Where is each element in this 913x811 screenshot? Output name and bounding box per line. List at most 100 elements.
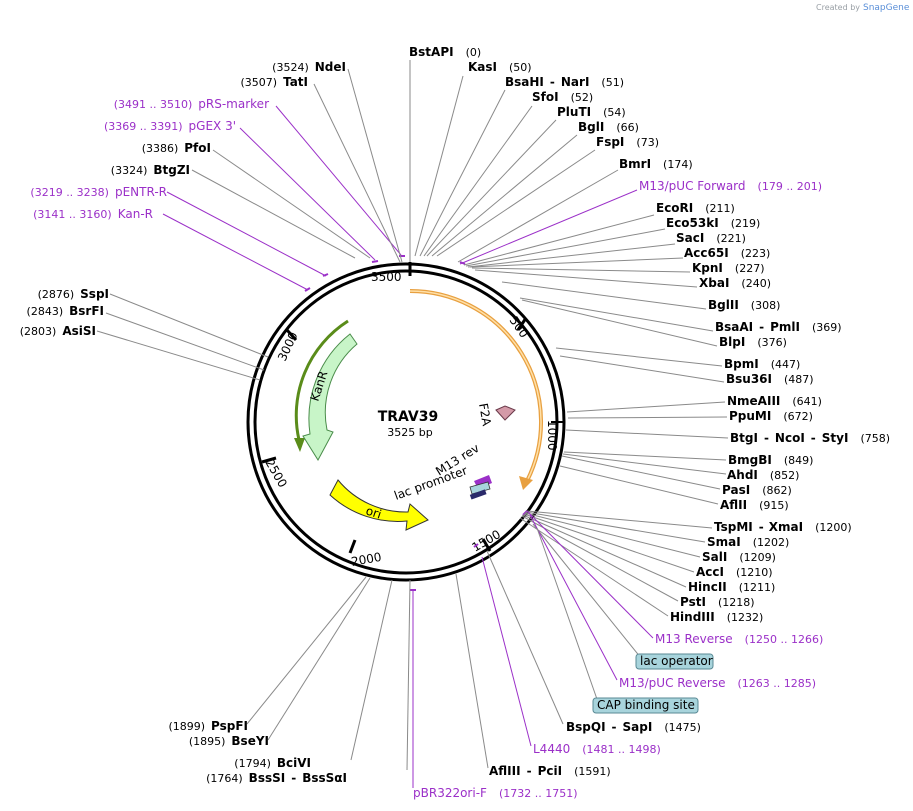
tick-marks xyxy=(261,262,565,554)
snapgene-logo: SnapGene xyxy=(863,3,910,13)
site-label-ecori[interactable]: EcoRI(211) xyxy=(656,201,735,215)
site-label-bcivi[interactable]: (1794)BciVI xyxy=(234,756,311,770)
cap-binding-site-box[interactable] xyxy=(592,697,699,714)
site-label-ndei[interactable]: (3524)NdeI xyxy=(272,60,346,74)
feature-label-cap-binding-site: CAP binding site xyxy=(597,698,695,712)
site-label-sfoi[interactable]: SfoI(52) xyxy=(532,90,593,104)
site-label-fspi[interactable]: FspI(73) xyxy=(596,135,659,149)
tick-label-3000: 3000 xyxy=(275,330,301,364)
leader-asisi xyxy=(96,330,261,381)
site-label-bsahi-nari[interactable]: BsaHI-NarI(51) xyxy=(505,75,624,89)
leader-ppumi xyxy=(567,416,728,419)
primer-label-pbr322ori-f[interactable]: pBR322ori-F(1732 .. 1751) xyxy=(413,786,578,800)
site-label-acc65i[interactable]: Acc65I(223) xyxy=(684,246,770,260)
leader-bmri xyxy=(457,169,619,263)
leader-bsahi xyxy=(419,89,506,257)
leader-pspfi xyxy=(246,576,367,725)
site-label-tati[interactable]: (3507)TatI xyxy=(240,75,308,89)
leader-bmgbi xyxy=(563,451,727,461)
tick-label-2000: 2000 xyxy=(350,550,383,569)
leader-bsu36i xyxy=(559,355,725,383)
site-label-bsaai-pmli[interactable]: BsaAI-PmlI(369) xyxy=(715,320,842,334)
site-label-tspmi-xmai[interactable]: TspMI-XmaI(1200) xyxy=(714,520,852,534)
leader-kan-r xyxy=(162,213,309,291)
leader-cap-site xyxy=(536,527,599,703)
feature-label-lac-operator: lac operator xyxy=(640,654,713,668)
site-label-ahdi[interactable]: AhdI(852) xyxy=(727,468,799,482)
leader-pluti xyxy=(426,119,557,257)
primer-label-m13-reverse[interactable]: M13 Reverse(1250 .. 1266) xyxy=(655,632,823,646)
site-label-bglii[interactable]: BglII(308) xyxy=(708,298,780,312)
leader-aflii xyxy=(559,465,719,505)
primer-label-m13puc-reverse[interactable]: M13/pUC Reverse(1263 .. 1285) xyxy=(619,676,816,690)
f2a-feature[interactable] xyxy=(495,405,516,421)
tick-label-3500: 3500 xyxy=(371,270,402,284)
primer-label-kan-r[interactable]: (3141 .. 3160)Kan-R xyxy=(33,207,153,221)
primer-label-l4440[interactable]: L4440(1481 .. 1498) xyxy=(533,742,661,756)
site-label-bgli[interactable]: BglI(66) xyxy=(578,120,639,134)
plasmid-size: 3525 bp xyxy=(387,426,432,439)
lac-region-features[interactable] xyxy=(469,475,492,500)
leader-m13-reverse xyxy=(526,510,654,639)
lac-operator-box[interactable] xyxy=(635,653,714,670)
site-label-xbai[interactable]: XbaI(240) xyxy=(699,276,771,290)
site-label-ppumi[interactable]: PpuMI(672) xyxy=(729,409,813,423)
orf-arrowhead xyxy=(519,476,533,490)
site-label-saci[interactable]: SacI(221) xyxy=(676,231,746,245)
leader-bsaai xyxy=(519,297,714,332)
site-label-eco53ki[interactable]: Eco53kI(219) xyxy=(666,216,760,230)
leader-eco53ki xyxy=(465,228,666,267)
ori-feature-arrow[interactable] xyxy=(329,479,429,531)
leader-ahdi xyxy=(562,453,727,475)
site-label-bmri[interactable]: BmrI(174) xyxy=(619,157,693,171)
site-label-acci[interactable]: AccI(1210) xyxy=(696,565,773,579)
site-label-bseyi[interactable]: (1895)BseYI xyxy=(189,734,269,748)
leader-bglii xyxy=(501,281,707,310)
leader-bpmi xyxy=(555,347,723,367)
plasmid-name: TRAV39 xyxy=(378,409,439,425)
primer-label-pentr-r[interactable]: (3219 .. 3238)pENTR-R xyxy=(30,185,167,199)
site-label-bsrfi[interactable]: (2843)BsrFI xyxy=(27,304,104,318)
site-label-btgzi[interactable]: (3324)BtgZI xyxy=(111,163,190,177)
leader-l4440 xyxy=(481,556,532,747)
site-label-pfoi[interactable]: (3386)PfoI xyxy=(142,141,211,155)
site-label-sali[interactable]: SalI(1209) xyxy=(702,550,776,564)
kanr-feature-arrow[interactable] xyxy=(302,333,358,461)
leader-bspqi xyxy=(486,550,564,725)
site-label-aflii[interactable]: AflII(915) xyxy=(720,498,789,512)
site-label-pspfi[interactable]: (1899)PspFI xyxy=(168,719,248,733)
primer-label-pgex3[interactable]: (3369 .. 3391)pGEX 3' xyxy=(104,119,236,133)
site-label-nmeaiii[interactable]: NmeAIII(641) xyxy=(727,394,822,408)
site-label-pluti[interactable]: PluTI(54) xyxy=(557,105,626,119)
site-label-sspi[interactable]: (2876)SspI xyxy=(38,287,109,301)
site-label-kasi[interactable]: KasI(50) xyxy=(468,60,532,74)
site-label-smai[interactable]: SmaI(1202) xyxy=(707,535,789,549)
primer-label-m13puc-forward[interactable]: M13/pUC Forward(179 .. 201) xyxy=(639,179,822,193)
site-label-bsssi-bsssai[interactable]: (1764)BssSI-BssSαI xyxy=(206,771,347,785)
site-label-psti[interactable]: PstI(1218) xyxy=(680,595,755,609)
site-label-bpmi[interactable]: BpmI(447) xyxy=(724,357,800,371)
leader-ecori xyxy=(463,214,655,266)
leader-sspi xyxy=(109,293,269,358)
leader-psti xyxy=(521,515,679,602)
leader-xbai xyxy=(474,269,698,288)
leader-btgzi xyxy=(191,169,356,259)
leader-acc65i xyxy=(469,257,684,268)
site-label-btgi-ncoi-styi[interactable]: BtgI-NcoI-StyI(758) xyxy=(730,431,890,445)
site-label-bstapi[interactable]: BstAPI(0) xyxy=(409,45,481,59)
site-label-hindiii[interactable]: HindIII(1232) xyxy=(670,610,763,624)
site-label-blpi[interactable]: BlpI(376) xyxy=(719,335,787,349)
site-label-bspqi-sapi[interactable]: BspQI-SapI(1475) xyxy=(566,720,701,734)
site-label-hincii[interactable]: HincII(1211) xyxy=(688,580,775,594)
site-label-bmgbi[interactable]: BmgBI(849) xyxy=(728,453,813,467)
f2a-label: F2A xyxy=(476,402,494,428)
site-label-asisi[interactable]: (2803)AsiSI xyxy=(20,324,96,338)
leader-blpi xyxy=(521,299,718,347)
leader-ndei xyxy=(347,68,403,263)
site-label-afliii-pcii[interactable]: AflIII-PciI(1591) xyxy=(489,764,611,778)
site-label-kpni[interactable]: KpnI(227) xyxy=(692,261,765,275)
site-label-bsu36i[interactable]: Bsu36I(487) xyxy=(726,372,814,386)
site-label-pasi[interactable]: PasI(862) xyxy=(722,483,792,497)
kanr-outer-arc xyxy=(294,319,349,441)
primer-label-prs-marker[interactable]: (3491 .. 3510)pRS-marker xyxy=(114,97,269,111)
